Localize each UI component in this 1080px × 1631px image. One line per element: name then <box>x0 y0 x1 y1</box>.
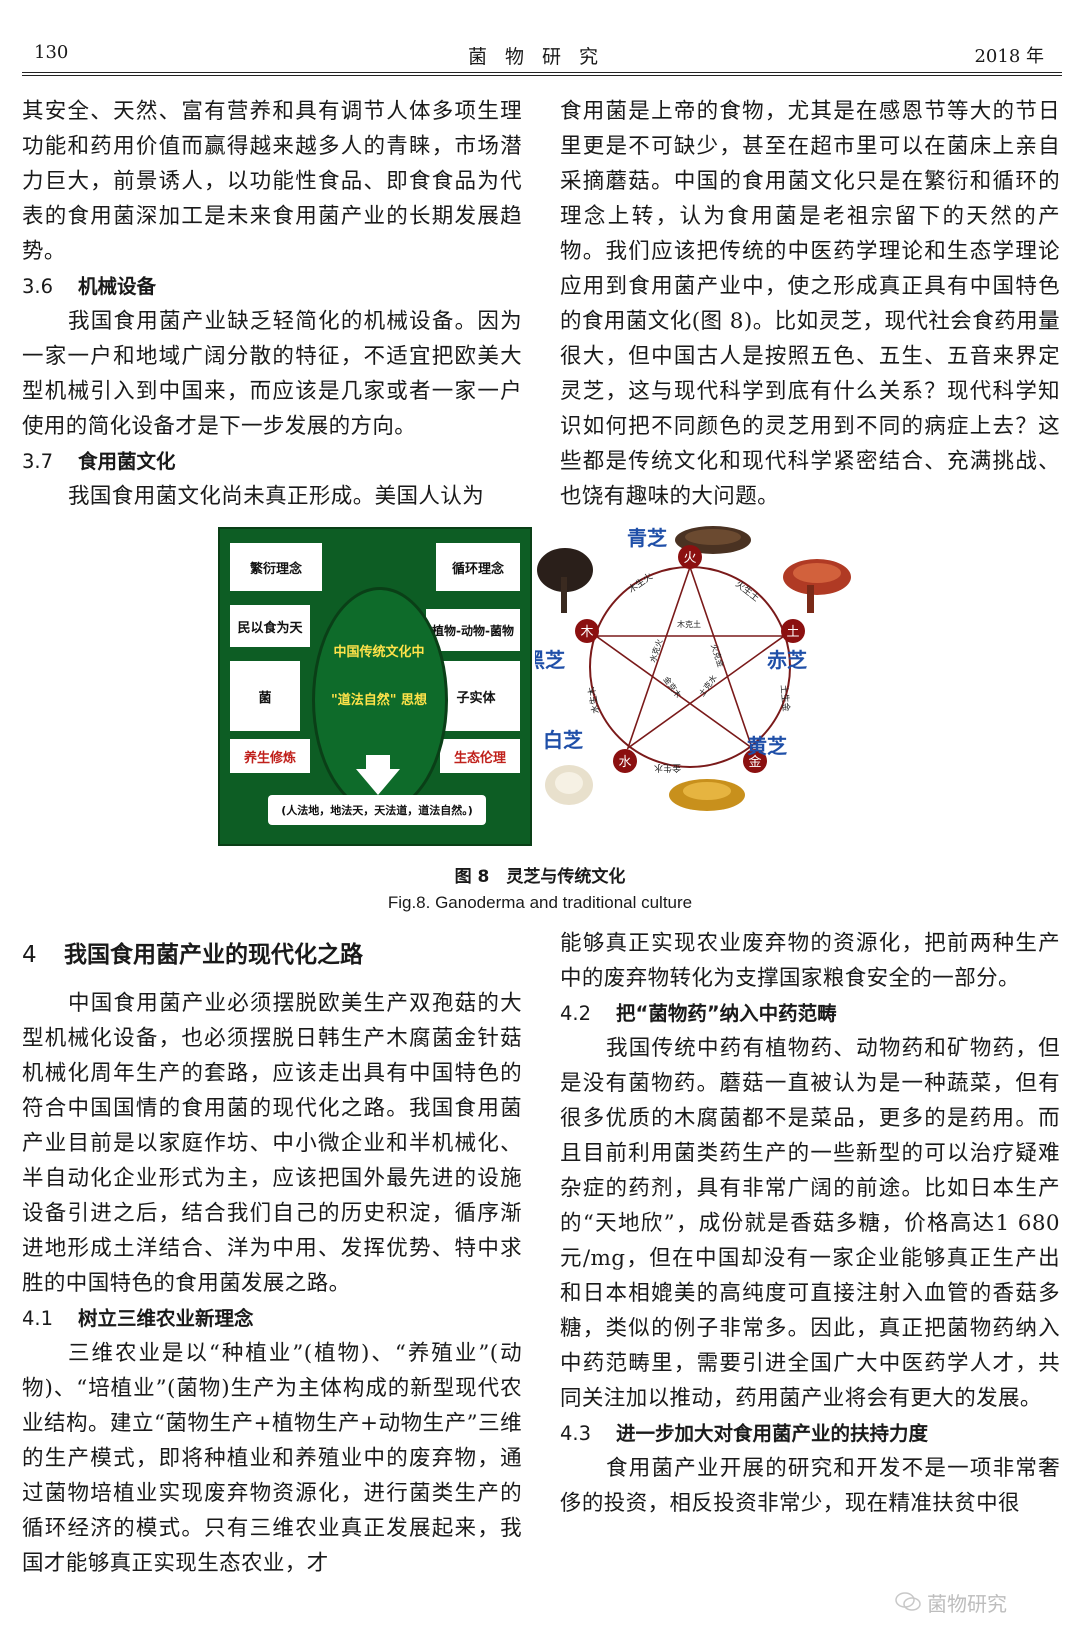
section-heading-4: 4 我国食用菌产业的现代化之路 <box>22 936 522 974</box>
down-arrow-icon <box>356 769 400 795</box>
paragraph: 中国食用菌产业必须摆脱欧美生产双孢菇的大型机械化设备，也必须摆脱日韩生产木腐菌金… <box>22 991 522 1296</box>
section-heading-3-7: 3.7 食用菌文化 <box>22 444 522 479</box>
arc-label-mushenghuo: 木生火 <box>626 570 655 595</box>
section-number: 4.3 <box>560 1422 592 1445</box>
section-title: 进一步加大对食用菌产业的扶持力度 <box>616 1422 929 1445</box>
svg-text:土: 土 <box>786 625 799 640</box>
section-title: 树立三维农业新理念 <box>78 1307 254 1330</box>
section-number: 3.6 <box>22 275 54 298</box>
element-water-badge: 水 <box>613 749 637 773</box>
label-heizhi: 黑芝 <box>535 648 565 672</box>
arc-label-jinshengshui: 金生水 <box>654 762 681 774</box>
box-fanyan: 繁衍理念 <box>230 543 322 591</box>
section-heading-4-3: 4.3 进一步加大对食用菌产业的扶持力度 <box>560 1416 1060 1451</box>
overcoming-pentagram <box>593 566 787 751</box>
label-baizhi: 白芝 <box>543 728 583 752</box>
bottom-quote-box: (人法地，地法天，天法道，道法自然。) <box>268 795 486 825</box>
right-column-top: 食用菌是上帝的食物，尤其是在感恩节等大的节日里更是不可缺少，甚至在超市里可以在菌… <box>560 94 1060 514</box>
section-title: 把“菌物药”纳入中药范畴 <box>616 1002 837 1025</box>
section-number: 4.1 <box>22 1307 54 1330</box>
section-heading-3-6: 3.6 机械设备 <box>22 269 522 304</box>
inner-label-jinkemu: 金克木 <box>661 674 683 699</box>
svg-text:火: 火 <box>683 551 696 566</box>
watermark: 菌物研究 <box>895 1585 1065 1619</box>
culture-concept-diagram: 繁衍理念 循环理念 民以食为天 植物-动物-菌物 菌 子实体 养生修炼 生态伦理… <box>218 527 532 846</box>
section-title: 我国食用菌产业的现代化之路 <box>64 942 363 968</box>
box-minyi: 民以食为天 <box>230 605 310 647</box>
publication-year: 2018 年 <box>974 46 1044 67</box>
red-ganoderma-icon <box>783 559 851 613</box>
label-qingzhi: 青芝 <box>627 526 667 550</box>
svg-text:金: 金 <box>748 754 761 770</box>
black-ganoderma-icon <box>537 548 593 613</box>
svg-text:水: 水 <box>618 755 631 770</box>
label-chizhi: 赤芝 <box>767 648 807 672</box>
paragraph: 其安全、天然、富有营养和具有调节人体多项生理功能和药用价值而赢得越来越多人的青睐… <box>22 99 522 264</box>
box-xunhuan: 循环理念 <box>436 543 520 591</box>
inner-label-mukextu: 木克土 <box>677 619 701 629</box>
five-elements-diagram: 火 土 金 水 木 青芝 赤芝 黄芝 白芝 黑芝 木生火 火生土 土生金 金生水… <box>535 526 851 811</box>
down-arrow-stem <box>366 755 390 771</box>
journal-name: 菌物研究 <box>467 46 616 68</box>
section-number: 3.7 <box>22 450 54 473</box>
section-heading-4-1: 4.1 树立三维农业新理念 <box>22 1301 522 1336</box>
paragraph: 我国传统中药有植物药、动物药和矿物药，但是没有菌物药。蘑菇一直被认为是一种蔬菜，… <box>560 1036 1060 1411</box>
section-title: 食用菌文化 <box>78 450 176 473</box>
circle-text-line1: 中国传统文化中 <box>333 645 425 660</box>
paragraph: 我国食用菌文化尚未真正形成。美国人认为 <box>68 484 485 509</box>
box-jun: 菌 <box>230 661 300 731</box>
section-title: 机械设备 <box>78 275 157 298</box>
yellow-ganoderma-icon <box>669 779 745 811</box>
svg-text:木: 木 <box>580 625 593 640</box>
paragraph: 我国食用菌产业缺乏轻简化的机械设备。因为一家一户和地域广阔分散的特征，不适宜把欧… <box>22 309 522 439</box>
arc-label-huoshengtu: 火生土 <box>733 578 762 604</box>
wechat-icon <box>895 1592 921 1611</box>
arc-label-shuishengmu: 水生木 <box>585 686 602 715</box>
section-number: 4.2 <box>560 1002 592 1025</box>
section-heading-4-2: 4.2 把“菌物药”纳入中药范畴 <box>560 996 1060 1031</box>
label-shengtai: 生态伦理 <box>440 739 520 773</box>
figure-caption-cn: 图 8 灵芝与传统文化 <box>454 867 626 887</box>
left-column-bottom: 4 我国食用菌产业的现代化之路 中国食用菌产业必须摆脱欧美生产双孢菇的大型机械化设… <box>22 936 522 1581</box>
watermark-text: 菌物研究 <box>927 1591 1007 1616</box>
arc-label-tushengjin: 土生金 <box>778 684 792 712</box>
element-wood-badge: 木 <box>575 619 599 643</box>
paragraph: 食用菌产业开展的研究和开发不是一项非常奢侈的投资，相反投资非常少，现在精准扶贫中… <box>560 1456 1060 1516</box>
section-number: 4 <box>22 942 37 968</box>
figure-caption-en: Fig.8. Ganoderma and traditional culture <box>387 893 693 912</box>
inner-label-huokejin: 火克金 <box>709 643 726 669</box>
paragraph: 三维农业是以“种植业”(植物)、“养殖业”(动物)、“培植业”(菌物)生产为主体… <box>22 1341 522 1576</box>
right-column-bottom: 能够真正实现农业废弃物的资源化，把前两种生产中的废弃物转化为支撑国家粮食安全的一… <box>560 926 1060 1521</box>
paragraph: 食用菌是上帝的食物，尤其是在感恩节等大的节日里更是不可缺少，甚至在超市里可以在菌… <box>560 99 1060 509</box>
running-header: 130 菌物研究 2018 年 <box>22 38 1062 76</box>
circle-text-line2: "道法自然" 思想 <box>330 693 428 708</box>
left-column-top: 其安全、天然、富有营养和具有调节人体多项生理功能和药用价值而赢得越来越多人的青睐… <box>22 94 522 514</box>
page-number: 130 <box>34 42 69 63</box>
paragraph: 能够真正实现农业废弃物的资源化，把前两种生产中的废弃物转化为支撑国家粮食安全的一… <box>560 931 1060 991</box>
white-ganoderma-icon <box>545 765 593 805</box>
label-huangzhi: 黄芝 <box>747 734 787 758</box>
element-earth-badge: 土 <box>781 619 805 643</box>
label-yangsheng: 养生修炼 <box>230 739 310 773</box>
box-zhiwu: 植物-动物-菌物 <box>426 609 520 651</box>
element-metal-badge: 金 <box>743 749 767 773</box>
element-fire-badge: 火 <box>678 545 702 569</box>
